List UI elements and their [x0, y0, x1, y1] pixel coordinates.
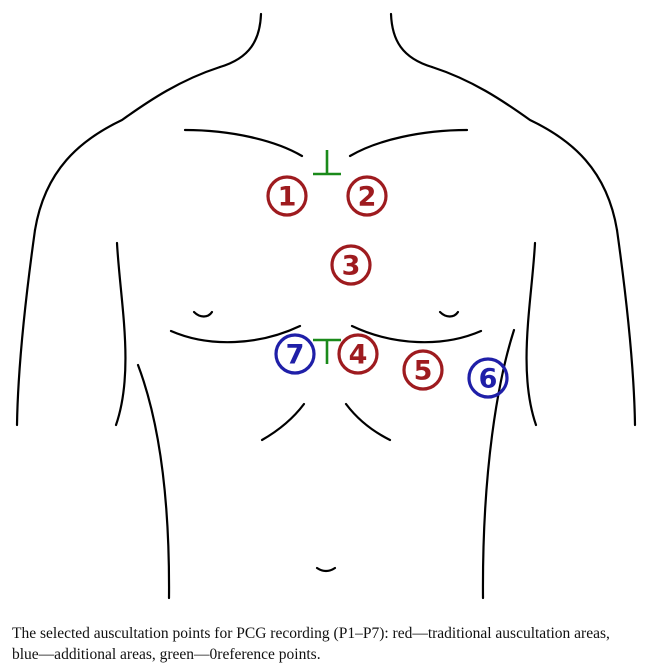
point-label: 4 [349, 340, 368, 371]
point-circle [274, 333, 316, 375]
point-label: 1 [278, 182, 297, 213]
caption-line-2: blue—additional areas, green—0reference … [12, 646, 321, 663]
auscultation-point-3: 3 [330, 244, 372, 286]
caption-line-1: The selected auscultation points for PCG… [12, 625, 610, 642]
point-label: 6 [479, 364, 498, 395]
point-circle [337, 333, 379, 375]
point-circle [402, 349, 444, 391]
point-label: 7 [286, 340, 305, 371]
auscultation-points: 1 2 3 4 5 6 7 [266, 175, 509, 399]
arm-left-outer [15, 228, 37, 427]
arm-left-inner [114, 241, 127, 427]
nipple-right [438, 310, 460, 318]
point-circle [346, 175, 388, 217]
rib-right [344, 402, 392, 442]
auscultation-point-6: 6 [467, 357, 509, 399]
pectoral-right [350, 324, 483, 344]
auscultation-point-2: 2 [346, 175, 388, 217]
arm-right-inner [525, 241, 538, 427]
auscultation-point-5: 5 [402, 349, 444, 391]
neck-left-line [218, 12, 263, 69]
shoulder-right-line [430, 65, 619, 232]
pectoral-left [169, 324, 302, 344]
rib-left [260, 402, 306, 442]
clavicle-left [183, 128, 304, 158]
arm-right-outer [615, 228, 637, 427]
torso-diagram: 1 2 3 4 5 6 7 [15, 12, 637, 600]
reference-markers [313, 150, 341, 364]
shoulder-left-line [33, 65, 222, 232]
nipple-left [192, 310, 214, 318]
reference-point-lower [313, 338, 341, 364]
auscultation-point-4: 4 [337, 333, 379, 375]
figure-caption: The selected auscultation points for PCG… [12, 623, 652, 665]
reference-point-upper [313, 150, 341, 176]
waist-left [136, 363, 171, 600]
neck-right-line [389, 12, 434, 69]
point-label: 5 [414, 356, 433, 387]
point-circle [467, 357, 509, 399]
point-label: 2 [358, 182, 377, 213]
navel [315, 566, 337, 573]
auscultation-point-7: 7 [274, 333, 316, 375]
clavicle-right [348, 128, 469, 158]
point-label: 3 [342, 251, 361, 282]
torso-outline [15, 12, 637, 600]
auscultation-point-1: 1 [266, 175, 308, 217]
waist-right [481, 328, 516, 600]
point-circle [266, 175, 308, 217]
point-circle [330, 244, 372, 286]
